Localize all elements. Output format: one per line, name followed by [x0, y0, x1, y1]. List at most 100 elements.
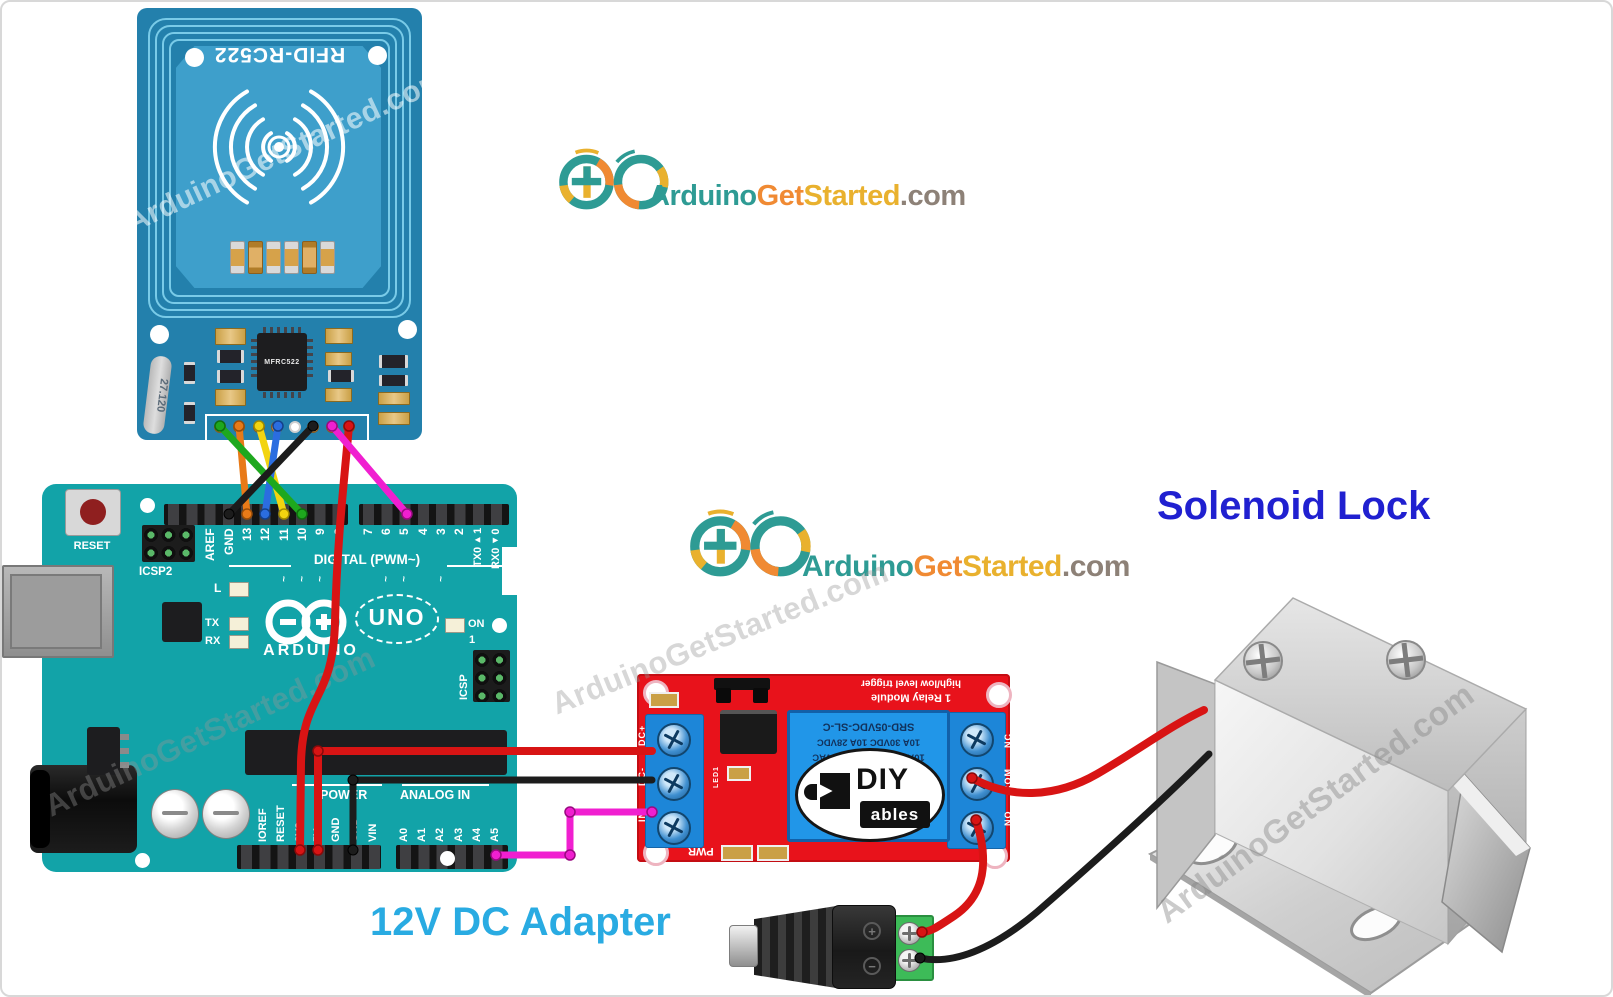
- mounting-hole: [398, 320, 417, 339]
- smd-resistor: [379, 375, 408, 386]
- capacitor: [302, 241, 317, 274]
- relay-subtitle: high/low level trigger: [861, 677, 962, 689]
- icsp-label: ICSP: [458, 674, 470, 700]
- atmega-chip: [245, 730, 507, 775]
- solenoid-top-face: [1213, 597, 1528, 792]
- mounting-hole: [135, 853, 150, 868]
- power-jack-face: [30, 770, 50, 848]
- smd-resistor: [379, 355, 408, 368]
- logo-dotcom: .com: [899, 180, 966, 212]
- pin-label: 9: [313, 528, 327, 535]
- plus-sign: +: [868, 923, 876, 939]
- output-terminal-block: [947, 712, 1006, 849]
- relay-title: 1 Relay Module: [870, 691, 952, 704]
- led-rx: [229, 635, 249, 649]
- pin-label: 11: [277, 528, 291, 541]
- led-tx-label: TX: [205, 617, 220, 629]
- uno-oval: UNO: [355, 594, 439, 644]
- pwr-label: PWR: [688, 845, 714, 857]
- terminal-screw-dc-plus: [657, 723, 691, 757]
- antenna-trace: [155, 25, 404, 311]
- divider: [402, 784, 489, 786]
- smd-capacitor: [215, 328, 246, 345]
- rfid-side-label: 27.120: [142, 355, 173, 435]
- mounting-hole: [140, 498, 155, 513]
- terminal-label-dc-minus: DC-: [637, 767, 647, 786]
- pin-label: TX0▸1: [472, 528, 484, 568]
- logo-started: Started: [803, 180, 901, 212]
- minus-symbol: −: [863, 957, 881, 975]
- pin-label: 2: [452, 528, 466, 535]
- logo-arduino: Arduino: [802, 550, 914, 583]
- pwm-mark: ~: [436, 576, 447, 582]
- pin-label: 10: [295, 528, 309, 542]
- smd-resistor: [184, 402, 195, 424]
- smd-capacitor: [325, 388, 352, 402]
- capacitor: [248, 241, 263, 274]
- on-label: ON: [468, 618, 485, 630]
- reset-button-cap: [80, 499, 106, 525]
- pin-label: 5V: [312, 828, 324, 842]
- pin-label: 13: [240, 528, 254, 542]
- digital-caption: DIGITAL (PWM~): [313, 552, 421, 567]
- smd-capacitor: [325, 352, 352, 366]
- smd-resistor: [184, 362, 195, 384]
- pin-pad-rst: [326, 421, 338, 433]
- reset-label: RESET: [73, 540, 111, 552]
- dc-adapter-label: 12V DC Adapter: [370, 900, 671, 944]
- chip-pins: [263, 392, 301, 398]
- dc-adapter-terminal: [890, 915, 934, 981]
- logo-infinity-icon: [555, 148, 675, 216]
- led1-label: LED1: [713, 766, 720, 788]
- smd-capacitor: [378, 412, 410, 425]
- logo-arduino: Arduino: [649, 180, 757, 212]
- reset-button[interactable]: [65, 489, 121, 536]
- pin-pad-irq: [289, 421, 301, 433]
- led-l-label: L: [214, 581, 222, 595]
- input-terminal-block: [645, 714, 704, 848]
- logo-started: Started: [962, 550, 1062, 583]
- plus-symbol: +: [863, 922, 881, 940]
- terminal-screw-in: [657, 811, 691, 845]
- digital-header-right: [359, 504, 509, 525]
- diyables-glyph-dot: [804, 784, 817, 800]
- regulator-leg: [120, 734, 129, 740]
- led-l: [229, 582, 249, 597]
- chip-pins: [307, 339, 313, 381]
- mfrc522-chip: MFRC522: [257, 333, 307, 391]
- jumper-post: [753, 688, 768, 703]
- terminal-screw-no: [960, 811, 994, 845]
- jumper-post: [716, 688, 731, 703]
- pin-label: A5: [489, 827, 501, 842]
- mounting-hole: [440, 851, 455, 866]
- pwm-mark: ~: [381, 576, 392, 582]
- smd-capacitor: [378, 392, 410, 405]
- relay-module: 1 Relay Module high/low level trigger DC…: [637, 674, 1013, 869]
- smd-led: [727, 766, 751, 781]
- brand-label: ARDUINO: [263, 642, 359, 659]
- regulator-leg: [120, 748, 129, 754]
- logo-infinity-icon: [685, 509, 818, 584]
- capacitor: [284, 241, 299, 274]
- icsp2-label: ICSP2: [139, 566, 173, 578]
- pin-label: A3: [453, 827, 465, 842]
- pin-pad-3v3: [343, 421, 355, 433]
- chip-label: MFRC522: [264, 359, 300, 366]
- pin-label: GND: [222, 528, 236, 555]
- voltage-regulator: [87, 727, 120, 775]
- terminal-label-no: NO: [1003, 810, 1013, 827]
- model-label: UNO: [368, 604, 426, 630]
- diyables-diy-text: DIY: [856, 763, 910, 796]
- diyables-logo: DIY ables: [795, 748, 945, 842]
- antenna-waves-icon: [212, 89, 346, 205]
- pin-label: IOREF: [257, 808, 269, 842]
- pin-pad-sck: [233, 421, 245, 433]
- pin-label: 4: [416, 528, 430, 535]
- terminal-label-nc: NC: [1003, 733, 1013, 748]
- relay-model-line: SRD-05VDC-SL-C: [822, 720, 915, 733]
- minus-sign: −: [868, 958, 876, 974]
- power-header: [237, 845, 381, 869]
- diyables-ables-box: ables: [860, 801, 930, 828]
- optocoupler-chip: [720, 710, 777, 754]
